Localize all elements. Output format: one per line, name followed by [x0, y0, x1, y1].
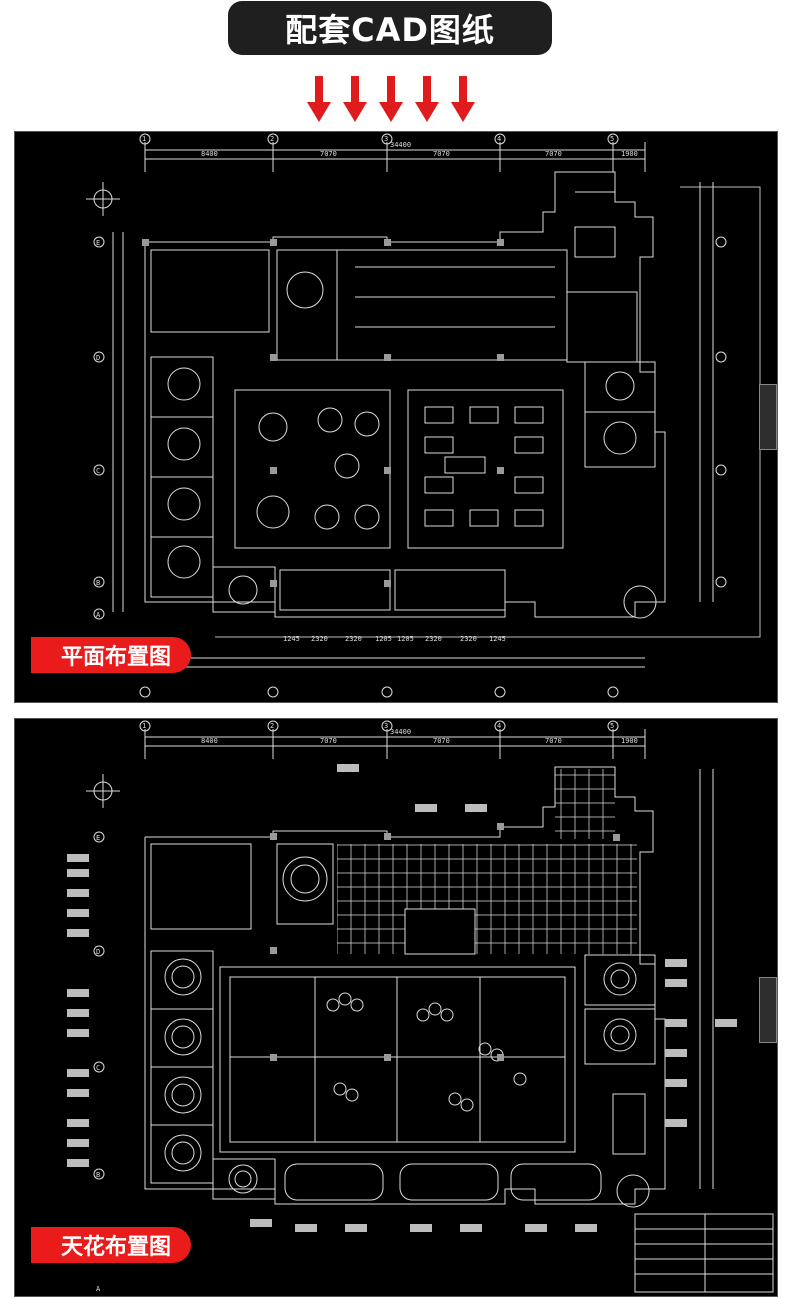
svg-text:2: 2 [270, 722, 274, 730]
svg-text:E: E [96, 239, 100, 247]
ceiling-plan-badge: 天花布置图 [31, 1227, 192, 1263]
ceiling-plan-svg: 8400 7070 7070 7070 1900 34400 1 2 3 4 5… [67, 720, 774, 1293]
down-arrow-icon [415, 76, 439, 122]
svg-text:34400: 34400 [390, 728, 411, 736]
side-scroll-tab[interactable] [759, 384, 777, 450]
down-arrow-icon [307, 76, 331, 122]
svg-text:1245: 1245 [283, 635, 300, 643]
svg-text:1900: 1900 [621, 737, 638, 745]
svg-text:2320: 2320 [460, 635, 477, 643]
svg-text:D: D [96, 948, 100, 956]
svg-text:7070: 7070 [320, 737, 337, 745]
svg-text:A: A [96, 611, 101, 619]
down-arrows [307, 76, 475, 122]
svg-text:C: C [96, 467, 100, 475]
svg-text:1: 1 [142, 135, 146, 143]
svg-text:7070: 7070 [545, 737, 562, 745]
svg-text:C: C [96, 1064, 100, 1072]
svg-text:B: B [96, 1171, 100, 1179]
svg-text:1205: 1205 [375, 635, 392, 643]
svg-text:D: D [96, 354, 100, 362]
svg-text:1: 1 [142, 722, 146, 730]
down-arrow-icon [379, 76, 403, 122]
floor-plan-badge: 平面布置图 [31, 637, 192, 673]
down-arrow-icon [451, 76, 475, 122]
svg-text:A: A [96, 1285, 101, 1293]
svg-text:2: 2 [270, 135, 274, 143]
side-scroll-tab[interactable] [759, 977, 777, 1043]
svg-text:B: B [96, 579, 100, 587]
svg-text:7070: 7070 [320, 150, 337, 158]
svg-text:1245: 1245 [489, 635, 506, 643]
svg-text:5: 5 [610, 722, 614, 730]
svg-text:E: E [96, 834, 100, 842]
svg-text:5: 5 [610, 135, 614, 143]
svg-text:4: 4 [497, 135, 501, 143]
svg-text:2320: 2320 [425, 635, 442, 643]
svg-text:7070: 7070 [433, 150, 450, 158]
svg-text:7070: 7070 [433, 737, 450, 745]
svg-text:7070: 7070 [545, 150, 562, 158]
svg-text:1205: 1205 [397, 635, 414, 643]
page-title: 配套CAD图纸 [228, 1, 552, 55]
svg-text:34400: 34400 [390, 141, 411, 149]
floor-plan-svg: 8400 7070 7070 7070 1900 34400 1245 2320… [86, 133, 761, 698]
ceiling-plan-drawing: 8400 7070 7070 7070 1900 34400 1 2 3 4 5… [14, 718, 778, 1297]
svg-text:3: 3 [384, 722, 388, 730]
floor-plan-drawing: 8400 7070 7070 7070 1900 34400 1245 2320… [14, 131, 778, 703]
svg-text:2320: 2320 [311, 635, 328, 643]
svg-text:8400: 8400 [201, 737, 218, 745]
svg-text:1900: 1900 [621, 150, 638, 158]
svg-text:4: 4 [497, 722, 501, 730]
svg-text:3: 3 [384, 135, 388, 143]
dim-text: 8400 [201, 150, 218, 158]
down-arrow-icon [343, 76, 367, 122]
svg-text:2320: 2320 [345, 635, 362, 643]
